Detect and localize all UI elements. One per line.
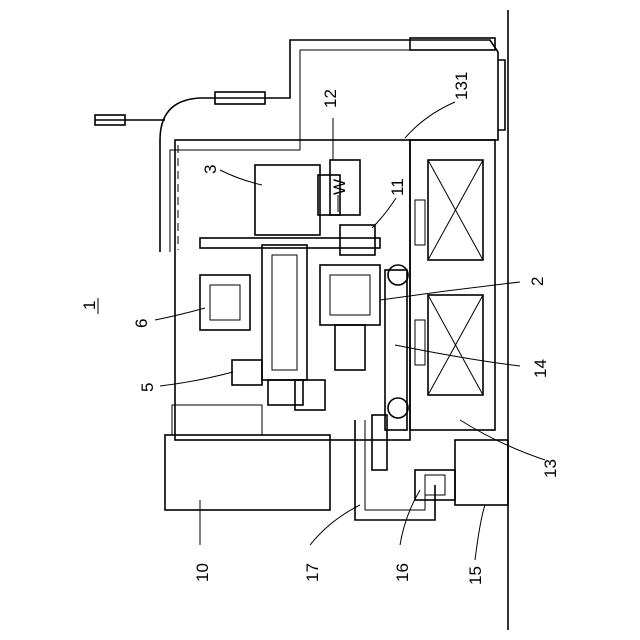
spindle-core bbox=[272, 255, 297, 370]
label-2: 2 bbox=[528, 277, 547, 286]
tool-unit-5 bbox=[232, 360, 262, 385]
door-handle bbox=[498, 60, 505, 130]
label-16: 16 bbox=[393, 563, 412, 582]
label-12: 12 bbox=[321, 89, 340, 108]
spindle-flange bbox=[200, 238, 380, 248]
tool-unit-6-inner bbox=[210, 285, 240, 320]
roller-lower bbox=[388, 398, 408, 418]
leader-131 bbox=[405, 102, 455, 138]
chuck-lower-body bbox=[335, 325, 365, 370]
spindle-column bbox=[262, 245, 307, 380]
outer-cover bbox=[160, 40, 498, 252]
label-3: 3 bbox=[201, 165, 220, 174]
spindle-nose bbox=[268, 380, 303, 405]
tank-top-box bbox=[172, 405, 262, 435]
leader-6 bbox=[155, 308, 205, 320]
label-13: 13 bbox=[541, 459, 560, 478]
label-W: W bbox=[330, 179, 349, 195]
label-11: 11 bbox=[388, 178, 407, 196]
spindle-head-3 bbox=[255, 165, 320, 235]
leader-11 bbox=[372, 198, 396, 228]
leader-15 bbox=[475, 505, 485, 560]
roller-upper bbox=[388, 265, 408, 285]
label-17: 17 bbox=[303, 563, 322, 582]
label-5: 5 bbox=[138, 383, 157, 392]
leader-16 bbox=[400, 490, 420, 545]
chuck-2 bbox=[320, 265, 380, 325]
base-slot-2 bbox=[415, 320, 425, 365]
label-131: 131 bbox=[452, 72, 471, 100]
leader-5 bbox=[160, 372, 233, 386]
floor-block-15 bbox=[455, 440, 508, 505]
label-1: 1 bbox=[80, 301, 99, 310]
label-10: 10 bbox=[193, 563, 212, 582]
inner-cover-line bbox=[170, 50, 480, 252]
chuck-jaw bbox=[330, 275, 370, 315]
leader-17 bbox=[310, 505, 360, 545]
workpiece-holder bbox=[340, 225, 375, 255]
label-6: 6 bbox=[132, 319, 151, 328]
label-15: 15 bbox=[466, 566, 485, 585]
label-14: 14 bbox=[531, 359, 550, 378]
tank-10 bbox=[165, 435, 330, 510]
tool-unit-6 bbox=[200, 275, 250, 330]
base-slot-1 bbox=[415, 200, 425, 245]
